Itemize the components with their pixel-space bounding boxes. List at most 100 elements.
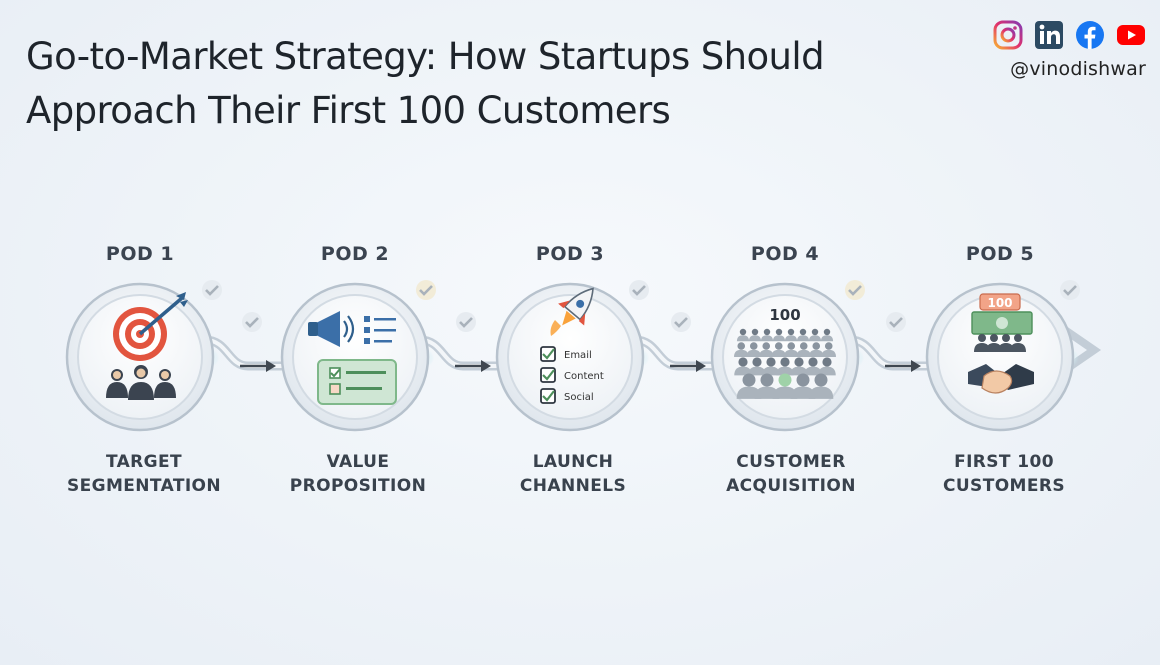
channel-list: Email Content Social [540,346,604,404]
check-icon [671,312,691,332]
pod-3-name-line-1: LAUNCH [532,452,614,472]
person-body [759,349,774,358]
instagram-icon[interactable] [993,20,1023,50]
person-body [796,335,810,342]
person-icon [780,357,790,367]
handshake-icon: 100 [968,293,1034,394]
person-body [808,386,834,399]
person-icon [751,328,759,336]
person-icon [787,328,795,336]
title-line-2: Approach Their First 100 Customers [26,89,671,132]
person-body [746,349,761,358]
person-body [760,335,774,342]
pod-1-name: TARGET SEGMENTATION [44,450,244,498]
pod-4-name: CUSTOMER ACQUISITION [691,450,891,498]
person-body [809,349,824,358]
pod-4-label: POD 4 [750,243,820,265]
person-icon [762,342,771,350]
pod-4-name-line-2: ACQUISITION [726,476,856,496]
pod-2-circle [280,282,430,432]
rocket-icon [550,287,594,336]
person-icon [822,357,832,367]
megaphone-checklist-icon [308,311,397,405]
pod-2-label: POD 2 [320,243,390,265]
check-icon [1060,280,1080,300]
check-icon [629,280,649,300]
person-body [734,366,752,376]
arrow-icon [911,360,921,372]
social-checkbox: Social [540,388,594,404]
person-icon [799,342,808,350]
target-audience-icon [106,292,188,400]
person-body [776,366,794,376]
person-icon [808,357,818,367]
person-icon [796,373,810,387]
person-icon [760,373,774,387]
person-body [784,349,799,358]
check-icon [886,312,906,332]
person-body [762,366,780,376]
arrow-icon [696,360,706,372]
person-icon [812,342,821,350]
person-icon [811,328,819,336]
check-icon [416,280,436,300]
person-icon [742,373,756,387]
person-body [771,349,786,358]
person-body [808,335,822,342]
person-icon [752,357,762,367]
pod-5-name: FIRST 100 CUSTOMERS [904,450,1104,498]
person-icon [774,342,783,350]
person-icon [775,328,783,336]
person-icon [823,328,831,336]
pod-3-name-line-2: CHANNELS [519,476,627,496]
person-body [748,335,762,342]
badge-count: 100 [987,296,1012,310]
crowd-count: 100 [769,306,800,324]
person-icon [749,342,758,350]
pod-2-name: VALUE PROPOSITION [258,450,458,498]
person-body [748,366,766,376]
person-icon [799,328,807,336]
person-icon [794,357,804,367]
page-title: Go-to-Market Strategy: How Startups Shou… [26,30,926,138]
youtube-icon[interactable] [1116,20,1146,50]
person-body [790,366,808,376]
title-line-1: Go-to-Market Strategy: How Startups Shou… [26,35,825,78]
person-body [784,335,798,342]
person-body [796,349,811,358]
person-icon [824,342,833,350]
linkedin-icon[interactable] [1034,20,1064,50]
person-icon [738,357,748,367]
channel-email: Email [564,350,592,361]
person-icon [778,373,792,387]
person-body [736,335,750,342]
person-icon [739,328,747,336]
pod-3-name: LAUNCH CHANNELS [473,450,673,498]
check-icon [202,280,222,300]
person-icon [737,342,746,350]
pod-3-label: POD 3 [535,243,605,265]
pod-5-label: POD 5 [965,243,1035,265]
pod-5-name-line-2: CUSTOMERS [942,476,1066,496]
channel-content: Content [564,371,604,382]
person-body [734,349,749,358]
person-body [818,366,836,376]
check-icon [456,312,476,332]
facebook-icon[interactable] [1075,20,1105,50]
pod-1-label: POD 1 [105,243,175,265]
arrow-icon [266,360,276,372]
pod-4-name-line-1: CUSTOMER [736,452,846,472]
arrow-icon [481,360,491,372]
person-icon [763,328,771,336]
pod-3-circle [495,282,645,432]
social-handle: @vinodishwar [1010,58,1146,80]
person-icon [787,342,796,350]
social-links [993,20,1146,50]
person-body [821,349,836,358]
pod-1-name-line-2: SEGMENTATION [66,476,222,496]
pod-2-name-line-2: PROPOSITION [289,476,427,496]
email-checkbox: Email [540,346,592,362]
content-checkbox: Content [540,367,604,383]
person-body [820,335,834,342]
